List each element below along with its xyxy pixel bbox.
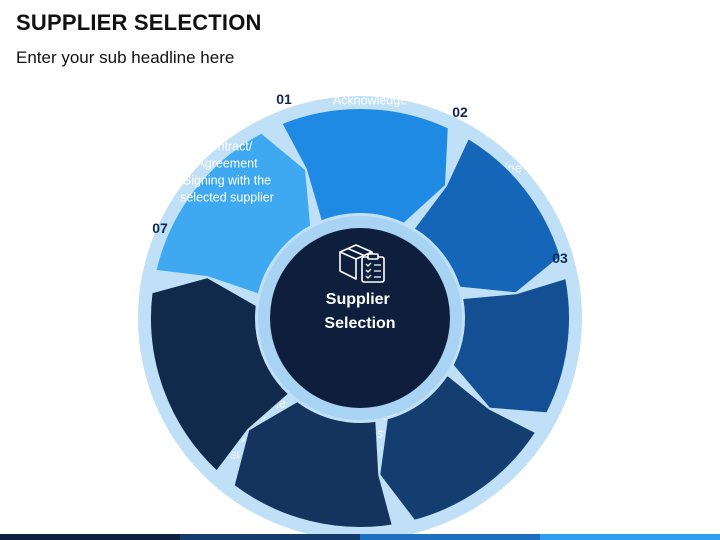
step-number-03: 03 — [552, 250, 568, 266]
segment-03[interactable] — [412, 136, 562, 295]
segment-07-line-3: Signing with the — [183, 174, 271, 188]
bottom-bar-part-3 — [360, 534, 540, 540]
step-number-07: 07 — [152, 220, 168, 236]
bottom-bar-part-2 — [180, 534, 360, 540]
segment-04[interactable] — [451, 276, 571, 415]
center-label-line-1: Supplier — [326, 291, 390, 308]
bottom-accent-bar — [0, 534, 720, 540]
segments-group: Acknowledgethe need forsuppliersourcing.… — [149, 91, 571, 529]
segment-07-line-1: Contract/ — [202, 140, 253, 154]
segment-07-line-4: selected supplier — [180, 191, 274, 205]
center-label: Supplier Selection — [324, 291, 395, 332]
bottom-bar-part-4 — [540, 534, 720, 540]
page-subtitle: Enter your sub headline here — [16, 48, 235, 67]
segment-01-line-1: Acknowledge — [333, 94, 407, 108]
step-number-01: 01 — [276, 91, 292, 107]
page-title: SUPPLIER SELECTION — [16, 10, 262, 35]
segment-02[interactable] — [280, 107, 450, 225]
box-clipboard-icon — [339, 244, 385, 283]
center-circle[interactable] — [270, 228, 450, 408]
step-number-02: 02 — [452, 104, 468, 120]
segment-07-line-2: Agreement — [196, 157, 258, 171]
segment-06[interactable] — [232, 400, 394, 529]
segment-07[interactable] — [149, 276, 291, 473]
bottom-bar-part-1 — [0, 534, 180, 540]
segment-05[interactable] — [378, 373, 538, 522]
center-label-line-2: Selection — [324, 315, 395, 332]
segment-01[interactable] — [154, 131, 313, 296]
